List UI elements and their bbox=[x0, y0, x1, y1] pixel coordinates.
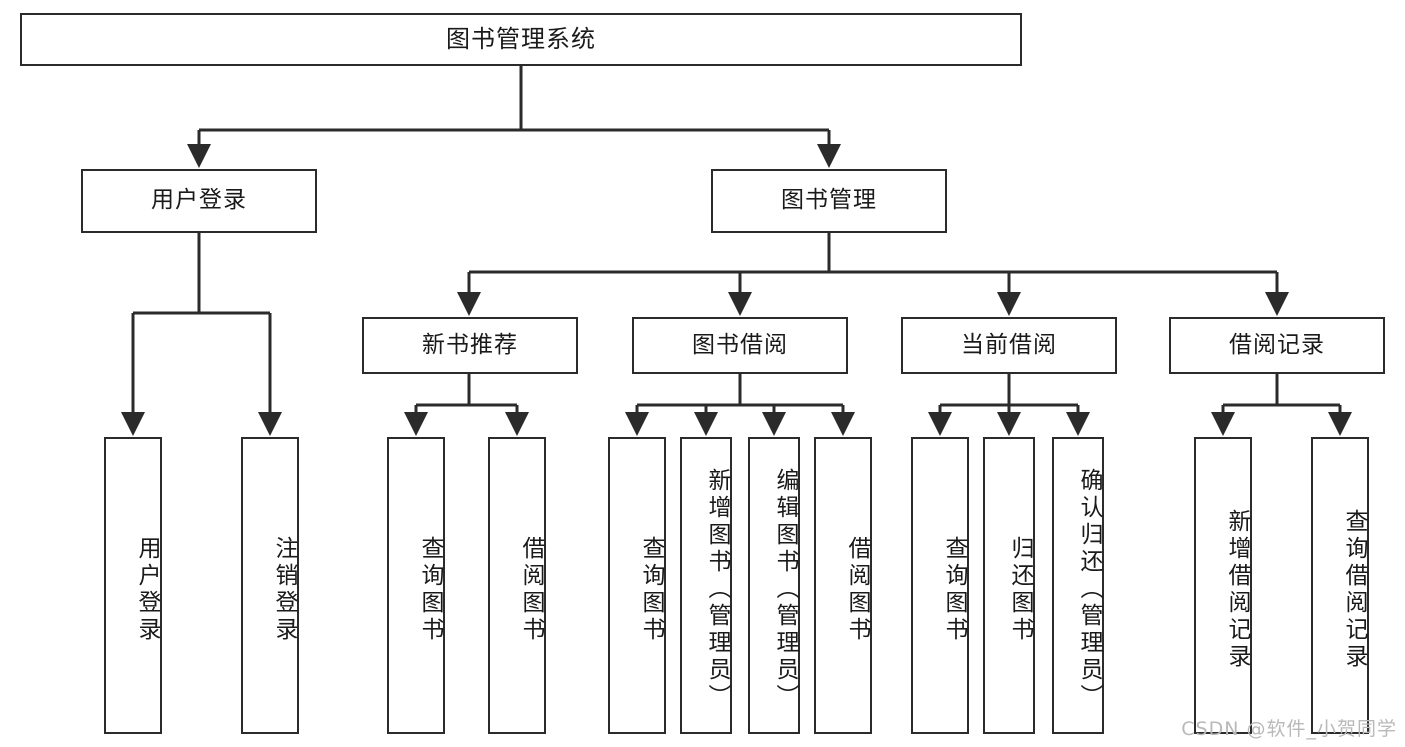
leaf-borrow-book-label: 借阅图书 bbox=[844, 535, 870, 644]
node-book-management[interactable]: 图书管理 bbox=[711, 169, 947, 233]
node-user-login[interactable]: 用户登录 bbox=[81, 169, 317, 233]
leaf-query-book-recommend[interactable]: 查询图书 bbox=[387, 437, 445, 734]
leaf-query-borrow-record-label: 查询借阅记录 bbox=[1341, 508, 1367, 671]
leaf-edit-book-admin-label: 编辑图书（管理员） bbox=[772, 468, 798, 711]
leaf-query-book-recommend-label: 查询图书 bbox=[417, 535, 443, 644]
leaf-borrow-book-recommend-label: 借阅图书 bbox=[518, 535, 544, 644]
leaf-return-book-label: 归还图书 bbox=[1007, 535, 1033, 644]
node-borrow-record-label: 借阅记录 bbox=[1229, 331, 1325, 358]
node-current-borrow-label: 当前借阅 bbox=[961, 331, 1057, 358]
node-book-management-label: 图书管理 bbox=[781, 187, 877, 214]
leaf-logout-label: 注销登录 bbox=[271, 535, 297, 644]
watermark: CSDN @软件_小贺同学 bbox=[1181, 718, 1397, 740]
leaf-edit-book-admin[interactable]: 编辑图书（管理员） bbox=[748, 437, 800, 734]
leaf-return-book[interactable]: 归还图书 bbox=[983, 437, 1035, 734]
node-new-book-recommend[interactable]: 新书推荐 bbox=[362, 317, 578, 374]
node-book-borrow-label: 图书借阅 bbox=[692, 331, 788, 358]
node-user-login-label: 用户登录 bbox=[151, 187, 247, 214]
node-root-label: 图书管理系统 bbox=[446, 25, 596, 54]
leaf-query-book-current[interactable]: 查询图书 bbox=[911, 437, 969, 734]
leaf-add-book-admin-label: 新增图书（管理员） bbox=[704, 468, 730, 711]
leaf-add-book-admin[interactable]: 新增图书（管理员） bbox=[680, 437, 732, 734]
leaf-query-book-borrow-label: 查询图书 bbox=[638, 535, 664, 644]
leaf-query-borrow-record[interactable]: 查询借阅记录 bbox=[1311, 437, 1369, 734]
node-book-borrow[interactable]: 图书借阅 bbox=[632, 317, 848, 374]
leaf-confirm-return-admin-label: 确认归还（管理员） bbox=[1076, 468, 1102, 711]
node-current-borrow[interactable]: 当前借阅 bbox=[901, 317, 1117, 374]
leaf-add-borrow-record-label: 新增借阅记录 bbox=[1224, 508, 1250, 671]
node-new-book-recommend-label: 新书推荐 bbox=[422, 331, 518, 358]
leaf-add-borrow-record[interactable]: 新增借阅记录 bbox=[1194, 437, 1252, 734]
leaf-query-book-borrow[interactable]: 查询图书 bbox=[608, 437, 666, 734]
leaf-logout[interactable]: 注销登录 bbox=[241, 437, 299, 734]
leaf-confirm-return-admin[interactable]: 确认归还（管理员） bbox=[1052, 437, 1104, 734]
leaf-borrow-book-recommend[interactable]: 借阅图书 bbox=[488, 437, 546, 734]
node-root[interactable]: 图书管理系统 bbox=[20, 13, 1022, 66]
node-borrow-record[interactable]: 借阅记录 bbox=[1169, 317, 1385, 374]
leaf-query-book-current-label: 查询图书 bbox=[941, 535, 967, 644]
leaf-user-login[interactable]: 用户登录 bbox=[104, 437, 162, 734]
leaf-user-login-label: 用户登录 bbox=[134, 535, 160, 644]
leaf-borrow-book[interactable]: 借阅图书 bbox=[814, 437, 872, 734]
